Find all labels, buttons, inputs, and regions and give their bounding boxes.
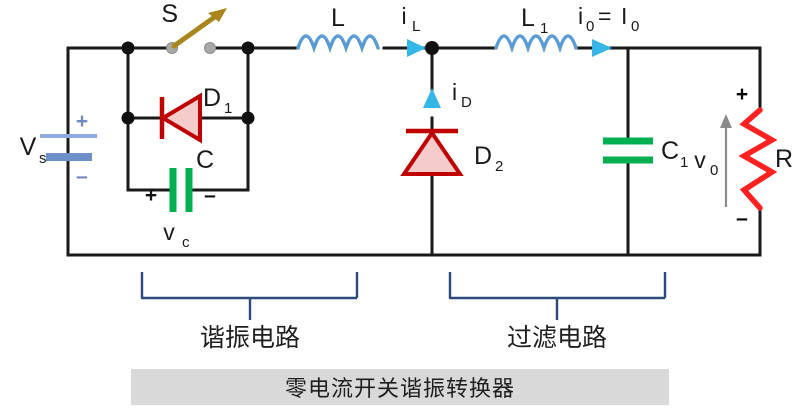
switch-right-terminal[interactable] — [204, 42, 216, 54]
bracket-filter-circuit — [448, 272, 667, 320]
switch-arm[interactable] — [171, 13, 219, 49]
source-minus-sign: – — [76, 165, 88, 188]
current-id-subscript: D — [461, 94, 472, 111]
node-b — [241, 41, 255, 55]
inductor-l-label: L — [331, 4, 345, 32]
inductor-l1-label: L — [521, 4, 535, 32]
current-id-label: i — [452, 79, 457, 105]
caption-bar: 零电流开关谐振转换器 — [131, 369, 669, 405]
output-voltage-subscript: 0 — [710, 162, 718, 179]
node-d1-right — [241, 111, 255, 125]
inductor-l1-subscript: 1 — [540, 20, 548, 37]
section-brackets — [140, 272, 667, 320]
capacitor-c-minus-sign: – — [204, 184, 216, 207]
dc-voltage-source: V s + – — [20, 110, 97, 188]
caption-title: 零电流开关谐振转换器 — [284, 377, 515, 402]
resistor-minus-sign: – — [736, 207, 748, 230]
current-id-arrow — [423, 88, 441, 108]
inductor-l1: L 1 — [494, 4, 578, 54]
switch-arrow-head — [208, 8, 227, 22]
current-io-arrow — [592, 39, 612, 57]
diode-d1-triangle — [159, 92, 202, 144]
current-il-label: i — [401, 3, 406, 29]
source-plus-sign: + — [76, 110, 88, 133]
current-io-label2: I — [621, 3, 627, 29]
wire-network — [66, 46, 762, 257]
current-io-subscript2: 0 — [631, 18, 639, 35]
node-c — [425, 41, 439, 55]
current-il-arrow — [407, 39, 426, 57]
capacitor-c-voltage-label: v — [163, 219, 175, 245]
current-id: i D — [423, 79, 472, 111]
switch-label: S — [161, 0, 178, 28]
resistor-plus-sign: + — [736, 83, 748, 106]
current-io-subscript: 0 — [586, 18, 594, 35]
diode-d1-subscript: 1 — [224, 100, 232, 117]
diode-d2: D 2 — [400, 128, 503, 176]
node-d1-left — [121, 111, 135, 125]
current-io-equals: = — [598, 3, 611, 29]
switch[interactable]: S — [161, 0, 227, 54]
output-voltage-arrow-head — [720, 114, 732, 128]
capacitor-c1-label: C — [661, 137, 679, 165]
node-a — [121, 41, 135, 55]
capacitor-c: C + – v c — [145, 146, 216, 251]
capacitor-c1-subscript: 1 — [680, 154, 688, 171]
diode-d2-subscript: 2 — [495, 158, 503, 175]
current-il: i L — [401, 3, 426, 57]
capacitor-c1: C 1 — [603, 137, 688, 171]
junction-nodes — [121, 41, 439, 125]
resistor-label: R — [775, 145, 793, 173]
capacitor-c-voltage-subscript: c — [182, 234, 190, 251]
diode-d1: D 1 — [159, 84, 232, 144]
current-il-subscript: L — [412, 18, 420, 35]
diode-d2-label: D — [474, 142, 492, 170]
output-voltage-label: v — [694, 147, 706, 173]
diode-d1-label: D — [203, 84, 221, 112]
current-io-label: i — [578, 3, 583, 29]
diode-d2-triangle — [400, 129, 464, 176]
source-label: V — [20, 133, 37, 161]
inductor-l-coil — [296, 34, 380, 54]
filter-circuit-section-label: 过滤电路 — [507, 323, 607, 352]
capacitor-c-plus-sign: + — [145, 184, 157, 207]
inductor-l: L — [296, 4, 380, 54]
bracket-resonant-circuit — [140, 272, 359, 320]
capacitor-c-label: C — [196, 146, 214, 174]
inductor-l1-coil — [494, 34, 578, 54]
source-subscript: s — [39, 150, 47, 167]
resistor-zigzag — [738, 107, 778, 211]
current-io: i 0 = I 0 — [578, 3, 639, 57]
resonant-circuit-section-label: 谐振电路 — [200, 323, 300, 352]
load-resistor: R + – v 0 — [694, 83, 793, 230]
